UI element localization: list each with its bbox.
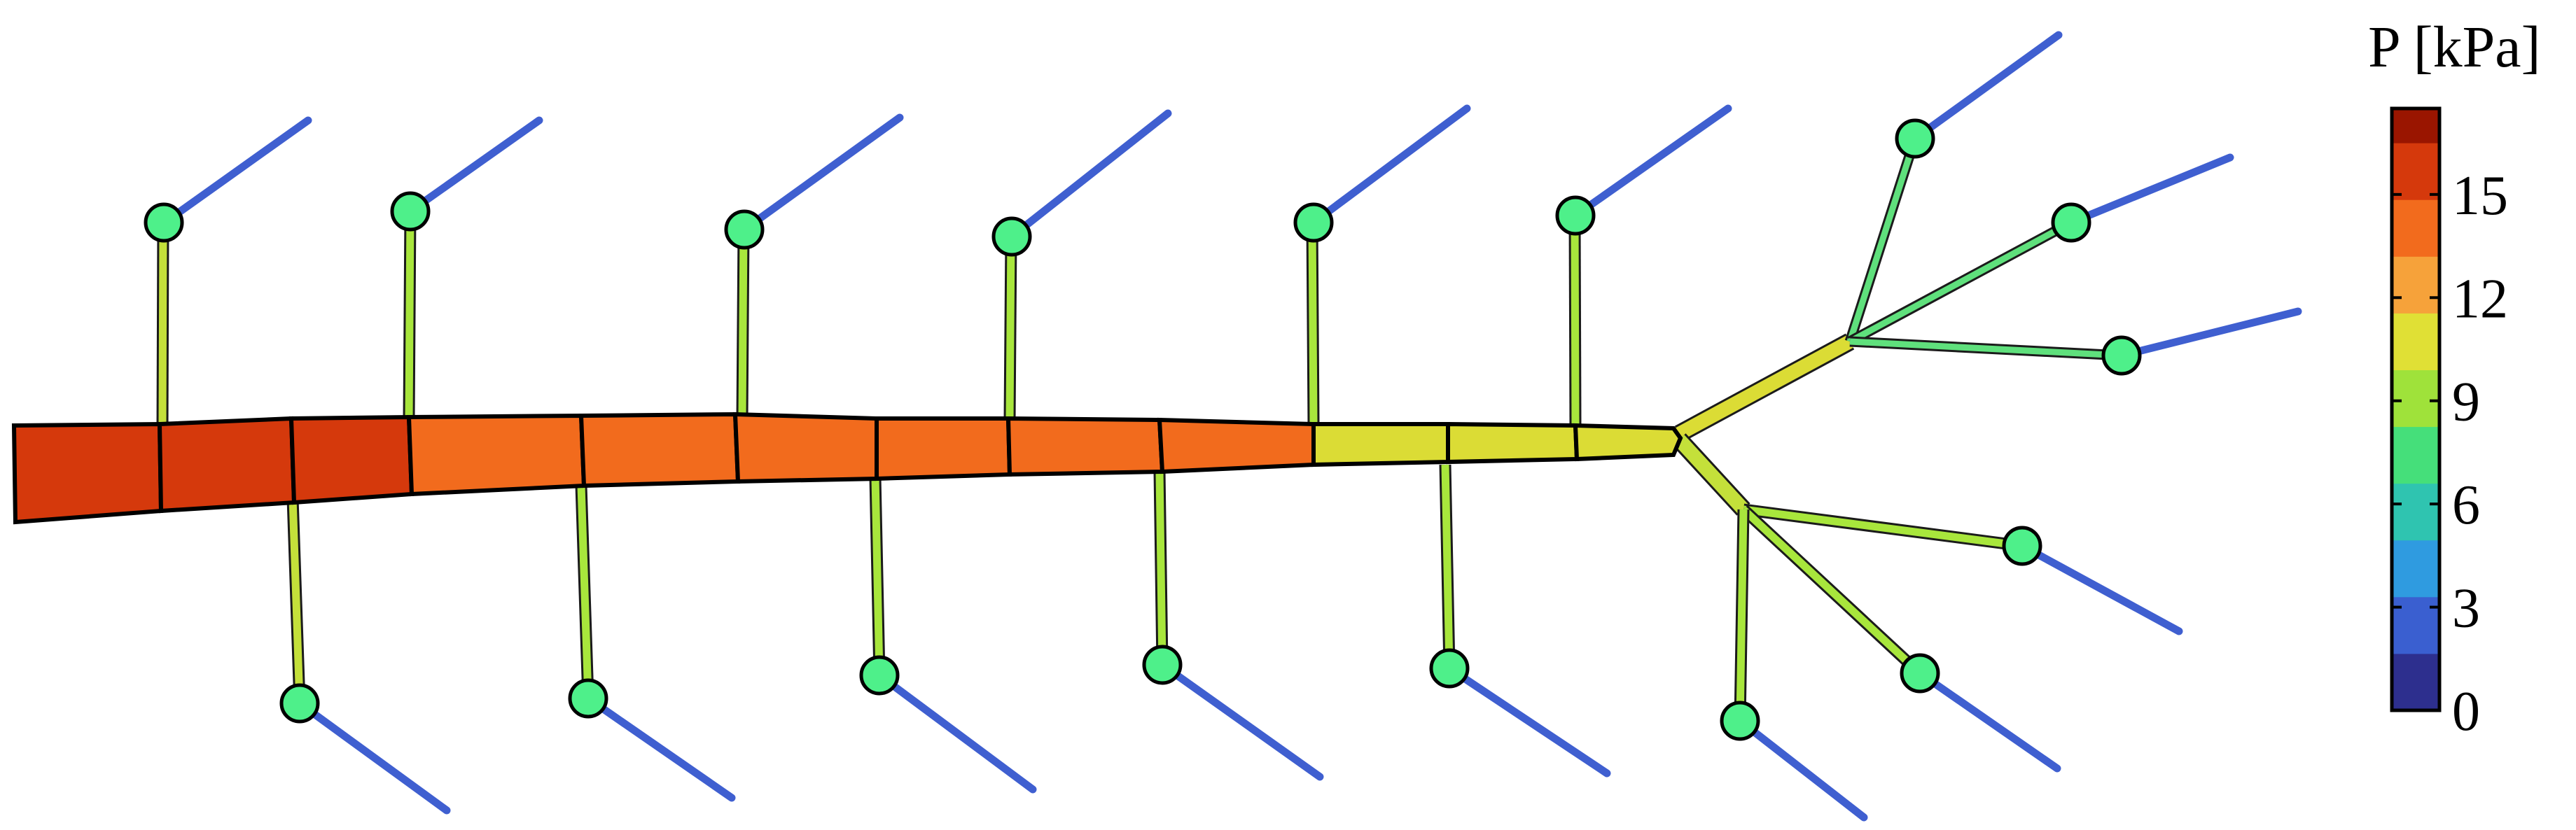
main-trunk xyxy=(11,412,1683,525)
tip-fan-2 xyxy=(2067,153,2234,227)
colorbar-bands xyxy=(2392,108,2439,711)
trunk-segment-1 xyxy=(11,421,164,525)
tip-bottom-1 xyxy=(295,699,451,815)
branch-bottom-2 xyxy=(577,485,592,699)
trunk-segment-10 xyxy=(1311,422,1450,467)
colorbar: P [kPa] 0 3 6 9 12 15 xyxy=(2368,15,2541,743)
node-top-3 xyxy=(724,209,765,250)
branch-bottom-4 xyxy=(1155,471,1167,666)
tip-bottom-3 xyxy=(875,671,1037,794)
colorbar-band-8 xyxy=(2392,256,2439,314)
trunk-segment-2 xyxy=(157,416,297,514)
tip-bottom-2 xyxy=(584,694,736,802)
node-bottom-5 xyxy=(1429,648,1470,689)
branch-bottom-5 xyxy=(1441,464,1454,669)
node-top-1 xyxy=(144,202,184,243)
branch-bottom-1 xyxy=(288,498,304,704)
fan-branches xyxy=(1672,136,2122,722)
tip-fan-4 xyxy=(2018,542,2183,635)
node-bottom-3 xyxy=(859,655,900,696)
terminal-tips xyxy=(160,31,2302,822)
fan-lower-trunk xyxy=(1673,435,1749,514)
trunk-segment-9 xyxy=(1157,417,1316,474)
colorbar-band-6 xyxy=(2392,370,2439,428)
node-top-6 xyxy=(1555,195,1596,236)
tip-top-6 xyxy=(1571,104,1732,220)
nodes xyxy=(144,118,2142,741)
trunk-segment-4 xyxy=(406,413,587,497)
colorbar-band-7 xyxy=(2392,313,2439,370)
colorbar-band-3 xyxy=(2392,540,2439,598)
fan-lower-child-3 xyxy=(1736,509,1748,722)
colorbar-band-5 xyxy=(2392,426,2439,484)
node-fan-2 xyxy=(2051,202,2091,243)
colorbar-band-9 xyxy=(2392,199,2439,257)
colorbar-tick-label: 9 xyxy=(2452,372,2480,433)
colorbar-tick-label: 12 xyxy=(2452,268,2508,330)
tip-top-3 xyxy=(740,113,904,234)
colorbar-tick-label: 0 xyxy=(2452,681,2480,743)
tip-top-1 xyxy=(160,116,312,227)
fan-upper-trunk xyxy=(1676,335,1853,440)
tip-bottom-4 xyxy=(1158,661,1324,781)
tip-fan-3 xyxy=(2117,307,2302,360)
colorbar-band-11 xyxy=(2392,108,2439,143)
fan-upper-child-2 xyxy=(1848,220,2073,344)
branch-top-2 xyxy=(405,211,415,421)
trunk-segment-11 xyxy=(1446,421,1580,465)
node-top-5 xyxy=(1293,202,1334,243)
fan-lower-child-2 xyxy=(1741,506,1923,677)
tip-top-5 xyxy=(1309,104,1471,227)
branch-top-5 xyxy=(1308,222,1318,425)
colorbar-frame xyxy=(2390,106,2442,712)
tip-top-4 xyxy=(1008,109,1172,241)
node-fan-6 xyxy=(1720,701,1760,741)
colorbar-band-2 xyxy=(2392,596,2439,654)
node-top-4 xyxy=(991,216,1032,257)
trunk-segment-3 xyxy=(288,414,415,505)
fan-lower-child-1 xyxy=(1743,505,2023,550)
colorbar-tick-label: 6 xyxy=(2452,474,2480,536)
branch-bottom-3 xyxy=(871,477,884,676)
colorbar-tick-label: 15 xyxy=(2452,165,2508,227)
fan-upper-child-3 xyxy=(1849,338,2122,359)
tip-bottom-5 xyxy=(1445,664,1611,778)
trunk-segment-8 xyxy=(1005,416,1165,477)
node-fan-3 xyxy=(2101,335,2142,376)
tip-fan-5 xyxy=(1916,669,2061,773)
colorbar-band-10 xyxy=(2392,143,2439,200)
node-fan-5 xyxy=(1900,653,1940,694)
tip-fan-6 xyxy=(1736,717,1868,822)
fan-upper-child-1 xyxy=(1846,137,1919,343)
colorbar-ticks: 0 3 6 9 12 15 xyxy=(2392,165,2508,743)
node-top-2 xyxy=(390,191,431,232)
trunk-segment-7 xyxy=(875,416,1012,481)
colorbar-band-4 xyxy=(2392,483,2439,541)
node-fan-4 xyxy=(2002,526,2042,566)
trunk-segment-6 xyxy=(732,412,879,484)
trunk-segment-5 xyxy=(578,412,741,488)
colorbar-tick-label: 3 xyxy=(2452,578,2480,640)
trunk-segment-12 xyxy=(1573,423,1683,462)
branch-top-4 xyxy=(1005,236,1015,421)
branch-top-3 xyxy=(738,229,748,419)
branch-top-1 xyxy=(158,222,167,428)
colorbar-band-1 xyxy=(2392,653,2439,711)
node-bottom-1 xyxy=(279,683,320,724)
colorbar-title: P [kPa] xyxy=(2368,15,2541,80)
tip-fan-1 xyxy=(1911,31,2063,143)
node-fan-1 xyxy=(1895,118,1935,159)
node-bottom-2 xyxy=(568,678,608,719)
side-branches xyxy=(156,211,1582,704)
node-bottom-4 xyxy=(1142,645,1183,685)
tip-top-2 xyxy=(406,116,543,216)
